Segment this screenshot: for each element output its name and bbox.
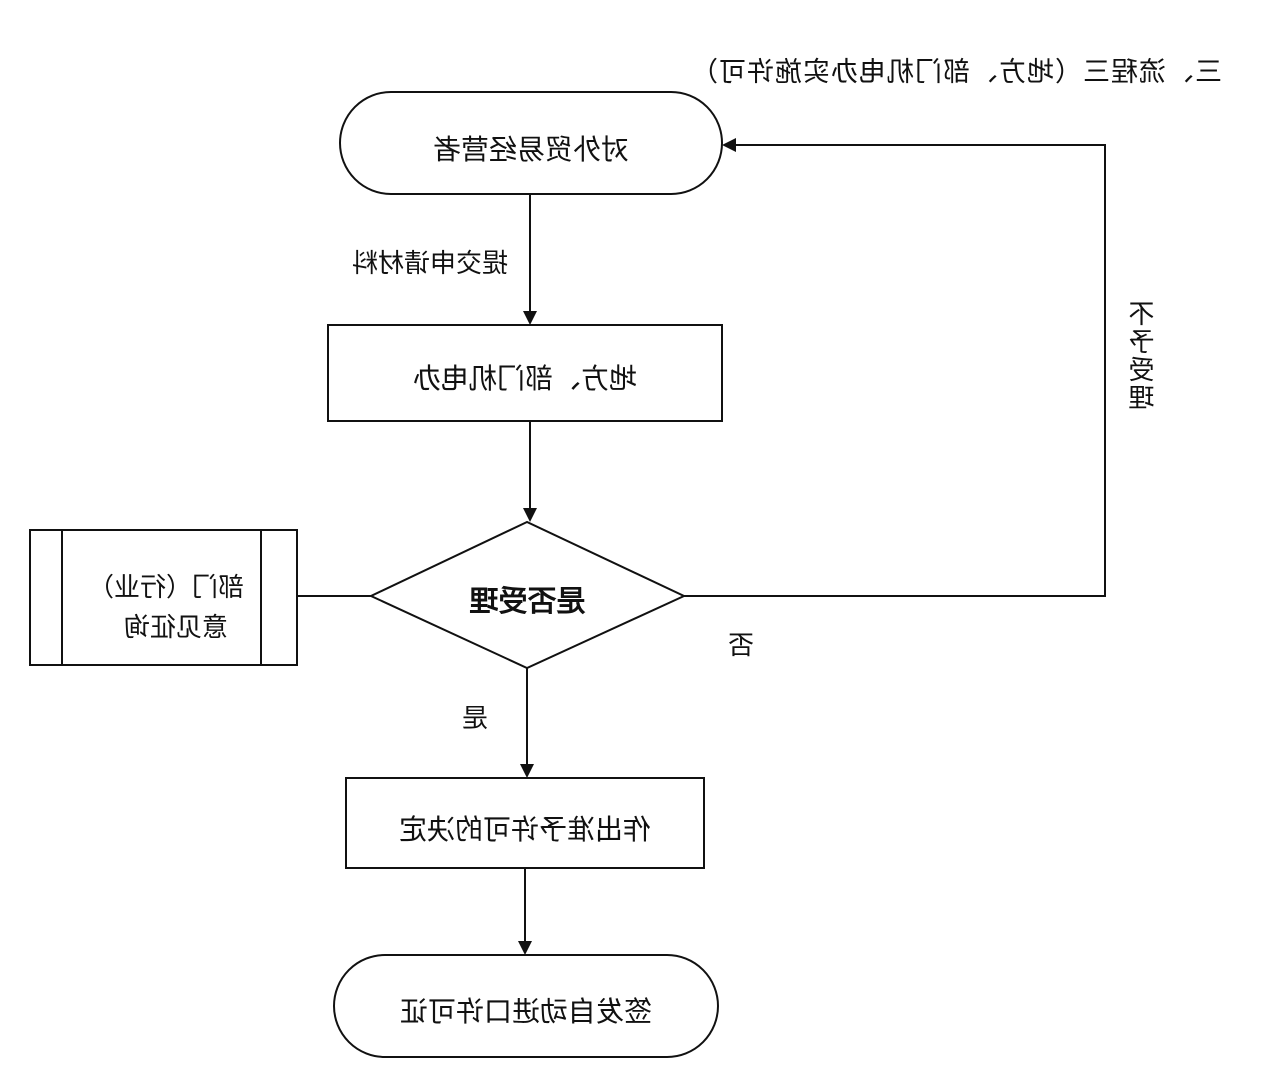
decision-node-label: 是否受理 (469, 584, 586, 618)
office-node-shape (327, 324, 723, 422)
start-node-label: 对外贸易经营者 (433, 133, 630, 166)
consult-node-label-line1: 部门（行业） (87, 573, 244, 603)
edge-label-submit: 提交申请材料 (351, 249, 508, 279)
edge-label-not-accepted: 不予受理 (1129, 300, 1159, 412)
end-node-shape (333, 954, 719, 1058)
edge-label-yes: 是 (461, 704, 488, 734)
diagram-title: 三、流程三（地方、部门机电办实施许可） (690, 57, 1222, 88)
end-node-label: 签发自动进口许可证 (400, 995, 653, 1028)
approve-node-label: 作出准予许可的决定 (399, 813, 652, 846)
consult-node-label-line2: 意见征询 (123, 613, 228, 643)
office-node-label: 地方、部门机电办 (413, 362, 638, 395)
consult-node-shape (29, 529, 298, 666)
edge-label-no: 否 (727, 631, 754, 661)
edge-no-loop (684, 138, 1106, 597)
approve-node-shape (345, 777, 705, 869)
